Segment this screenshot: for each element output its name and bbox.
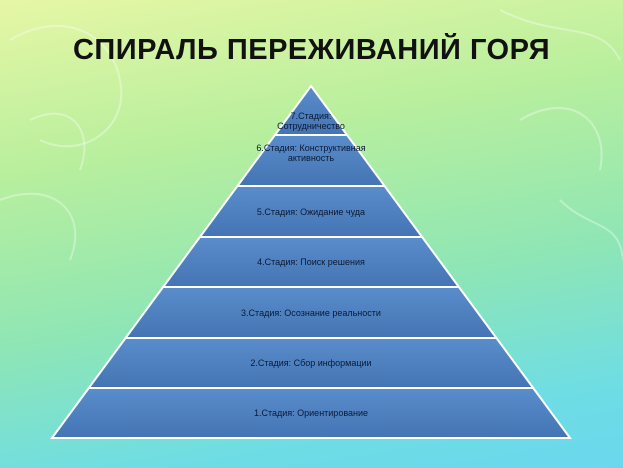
tier-label-1: 1.Стадия: Ориентирование	[253, 408, 369, 418]
tier-label-5: 5.Стадия: Ожидание чуда	[256, 206, 366, 217]
tier-label-7: 7.Стадия: Сотрудничество	[277, 111, 345, 131]
pyramid-tier-1	[50, 387, 572, 439]
tier-label-2: 2.Стадия: Сбор информации	[250, 358, 372, 368]
tier-label-4: 4.Стадия: Поиск решения	[257, 257, 365, 267]
tier-label-3: 3.Стадия: Осознание реальности	[241, 307, 381, 318]
page-title: СПИРАЛЬ ПЕРЕЖИВАНИЙ ГОРЯ	[72, 34, 551, 66]
tier-label-6: 6.Стадия: Конструктивная активность	[256, 143, 366, 163]
